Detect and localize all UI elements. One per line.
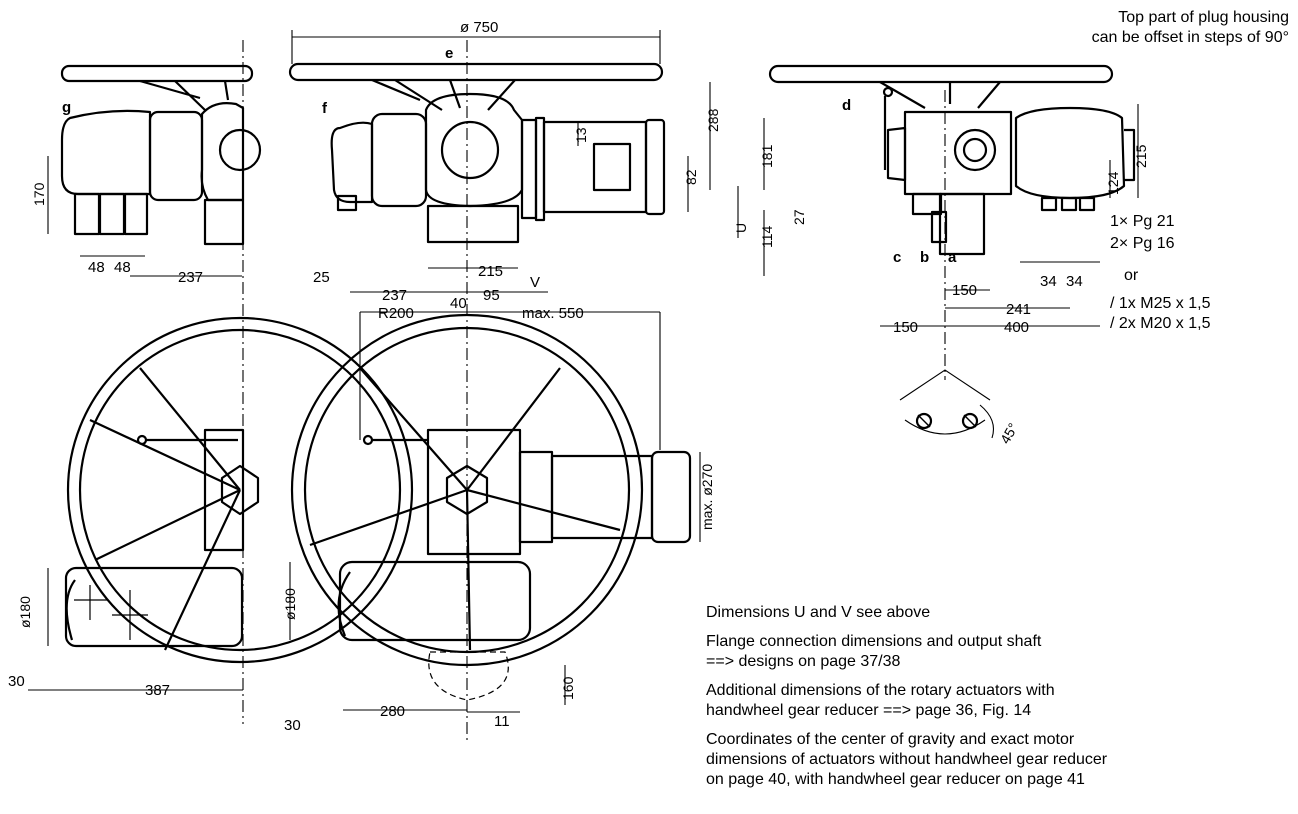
- dim-30a: 30: [8, 673, 25, 690]
- dim-150a: 150: [952, 282, 977, 299]
- note-line-7: dimensions of actuators without handwhee…: [706, 751, 1108, 768]
- conn-pg16: 2× Pg 16: [1110, 235, 1175, 252]
- dim-max550: max. 550: [522, 305, 584, 322]
- dim-387: 387: [145, 682, 170, 699]
- dim-max270: max. ø270: [699, 464, 715, 530]
- dim-v: V: [530, 274, 540, 291]
- note-line-8: on page 40, with handwheel gear reducer …: [706, 771, 1085, 788]
- dim-215v: 215: [1133, 144, 1149, 168]
- dim-30b: 30: [284, 717, 301, 734]
- conn-m20: / 2x M20 x 1,5: [1110, 315, 1211, 332]
- dim-48b: 48: [114, 259, 131, 276]
- dim-241: 241: [1006, 301, 1031, 318]
- dim-170: 170: [31, 182, 47, 206]
- dim-11: 11: [494, 713, 510, 730]
- dim-27: 27: [791, 209, 807, 225]
- dim-u: U: [733, 223, 749, 233]
- dim-95: 95: [483, 287, 500, 304]
- view-middle-top: [288, 62, 666, 244]
- dim-114: 114: [759, 225, 775, 248]
- conn-m25: / 1x M25 x 1,5: [1110, 295, 1211, 312]
- label-d: d: [842, 97, 851, 114]
- dim-d180a: ø180: [17, 596, 33, 628]
- plug-housing-line-1: Top part of plug housing: [1118, 9, 1289, 26]
- dim-82: 82: [683, 169, 699, 185]
- dim-48a: 48: [88, 259, 105, 276]
- dim-d750: ø 750: [460, 19, 498, 36]
- label-c: c: [893, 249, 901, 266]
- conn-or: or: [1124, 267, 1139, 284]
- dim-d180b: ø180: [282, 588, 298, 620]
- label-f: f: [322, 100, 328, 117]
- dim-45deg: 45°: [997, 420, 1021, 446]
- dim-34a: 34: [1040, 273, 1057, 290]
- dim-237a: 237: [178, 269, 203, 286]
- label-b: b: [920, 249, 929, 266]
- conn-pg21: 1× Pg 21: [1110, 213, 1175, 230]
- dim-34b: 34: [1066, 273, 1083, 290]
- dim-25: 25: [313, 269, 330, 286]
- dim-237b: 237: [382, 287, 407, 304]
- dim-280: 280: [380, 703, 405, 720]
- note-line-2: Flange connection dimensions and output …: [706, 633, 1042, 650]
- dim-160: 160: [560, 676, 576, 700]
- note-line-3: ==> designs on page 37/38: [706, 653, 901, 670]
- label-a: a: [948, 249, 957, 266]
- dim-400: 400: [1004, 319, 1029, 336]
- note-line-5: handwheel gear reducer ==> page 36, Fig.…: [706, 702, 1032, 719]
- dim-150b: 150: [893, 319, 918, 336]
- dim-r200: R200: [378, 305, 414, 322]
- note-line-1: Dimensions U and V see above: [706, 604, 931, 621]
- plug-housing-note: Top part of plug housing can be offset i…: [1092, 8, 1289, 48]
- note-line-6: Coordinates of the center of gravity and…: [706, 731, 1075, 748]
- dim-181: 181: [759, 144, 775, 168]
- label-g: g: [62, 99, 71, 116]
- view-left-top: [60, 64, 262, 246]
- view-right-top: [768, 64, 1136, 256]
- dim-215: 215: [478, 263, 503, 280]
- dim-40: 40: [450, 295, 467, 312]
- dim-288: 288: [705, 108, 721, 132]
- handwheel-left: [64, 316, 414, 664]
- dim-13: 13: [573, 127, 589, 143]
- note-line-4: Additional dimensions of the rotary actu…: [706, 682, 1055, 699]
- plug-housing-line-2: can be offset in steps of 90°: [1091, 29, 1289, 46]
- notes-block: Dimensions U and V see above Flange conn…: [706, 603, 1266, 790]
- dim-124: 124: [1105, 171, 1121, 195]
- label-e: e: [445, 45, 453, 62]
